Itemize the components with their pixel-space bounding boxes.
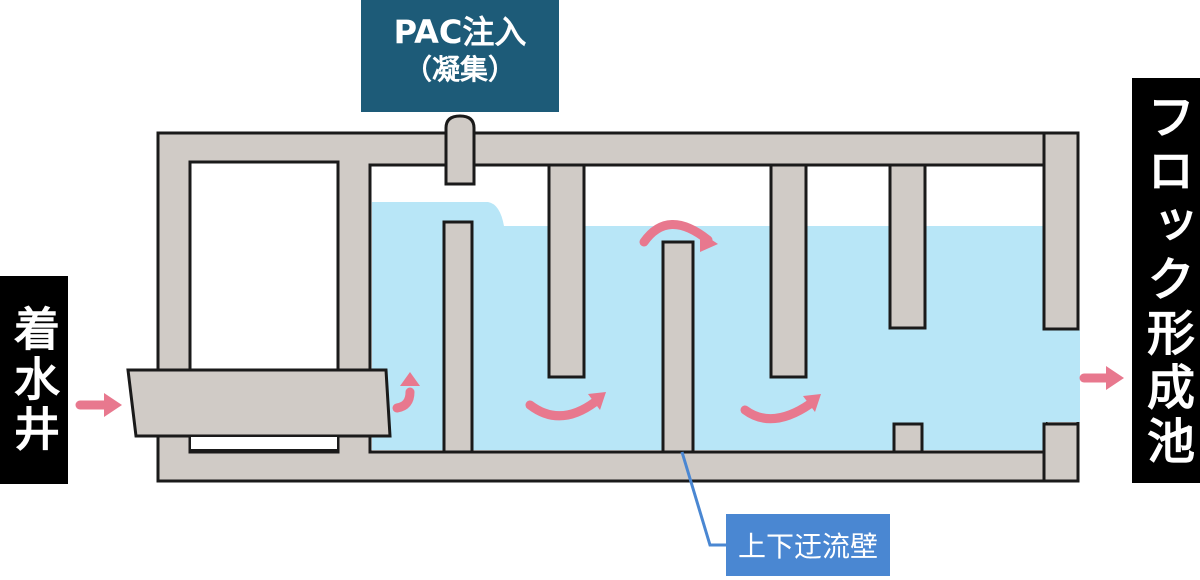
- baffle-wall-label: 上下迂流壁: [726, 514, 890, 576]
- riser-arrow-head: [400, 372, 420, 386]
- baffle-bottom-3: [892, 422, 924, 454]
- flow-arrow-3-head: [803, 394, 821, 412]
- flow-arrow-1: [525, 397, 600, 421]
- pac-subtitle: （凝集）: [403, 53, 516, 86]
- pac-nozzle: [444, 114, 476, 186]
- water-body: [372, 202, 1046, 450]
- baffle-bottom-1: [442, 220, 474, 454]
- baffle-top-1: [547, 163, 586, 379]
- right-wall-lower: [1042, 422, 1080, 483]
- flow-arrow-1-head: [588, 392, 606, 410]
- flow-arrow-2-head: [700, 232, 718, 252]
- baffle-top-3: [888, 163, 927, 330]
- inlet-well-label: 着水井: [0, 276, 68, 484]
- inlet-arrow-head: [104, 393, 122, 417]
- flow-arrow-3: [740, 399, 815, 424]
- arrow-heads: [104, 232, 1124, 417]
- right-wall-upper: [1042, 131, 1080, 331]
- pac-title: PAC注入: [393, 13, 527, 51]
- water-right-extension: [1046, 330, 1080, 422]
- riser-arrow: [392, 387, 415, 413]
- inlet-chamber-floor: [189, 435, 339, 451]
- floc-basin-label: フロック形成池: [1132, 78, 1200, 483]
- flow-arrows: [75, 220, 1115, 424]
- baffle-leader-line: [680, 451, 728, 547]
- baffle-top-2: [769, 163, 808, 379]
- pac-injection-label: PAC注入 （凝集）: [361, 0, 559, 112]
- inlet-pipe: [126, 368, 392, 438]
- baffle-bottom-2: [661, 240, 695, 454]
- outlet-arrow-head: [1106, 366, 1124, 390]
